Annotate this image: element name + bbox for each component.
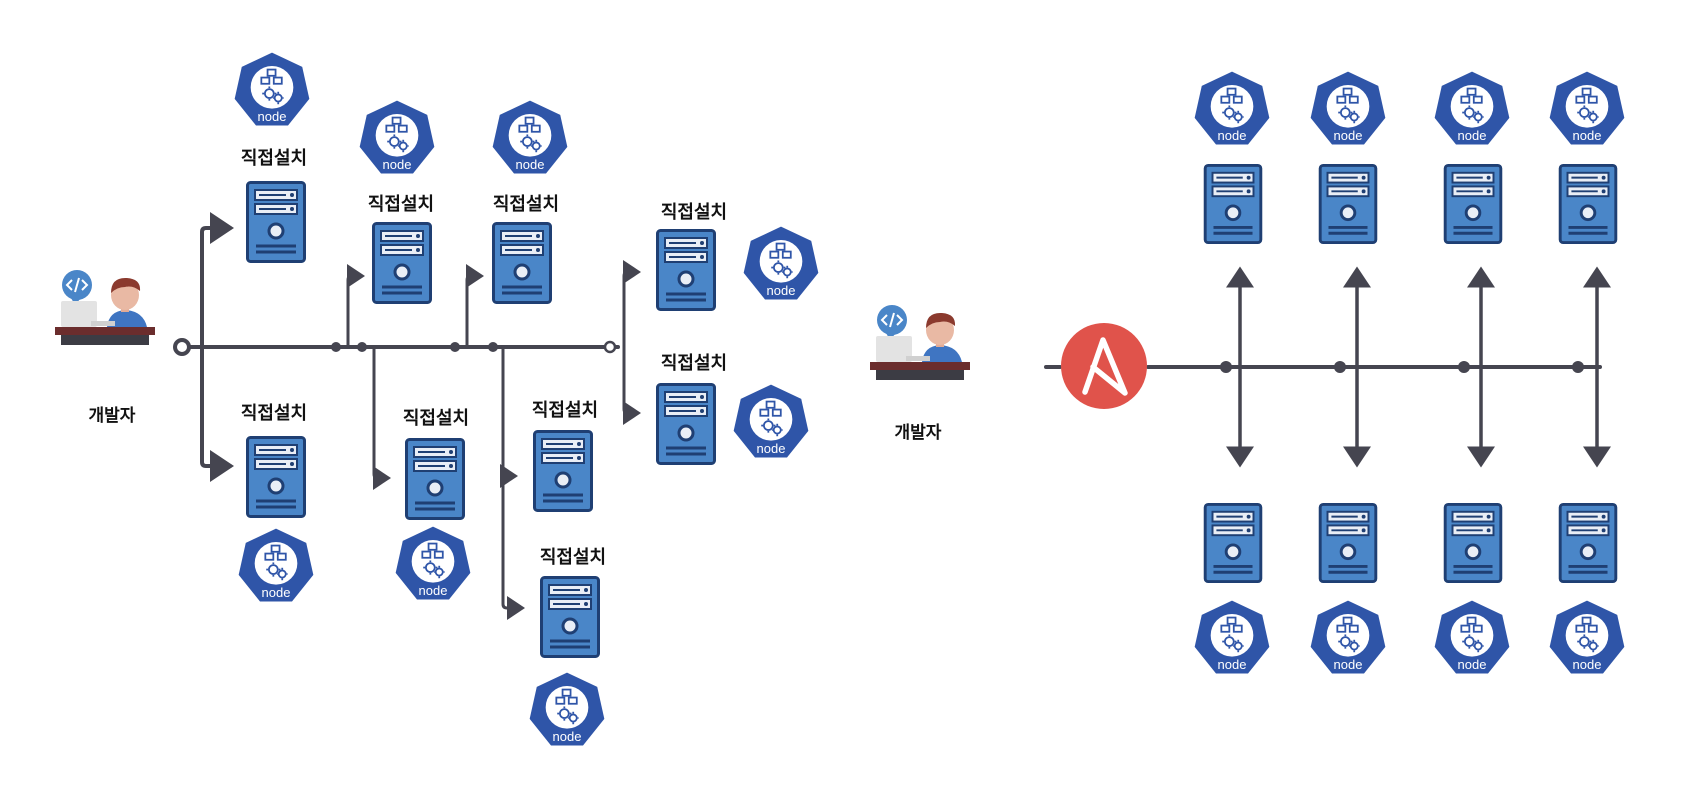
server-icon xyxy=(372,222,432,304)
install-label: 직접설치 xyxy=(403,408,469,429)
install-label: 직접설치 xyxy=(540,547,606,568)
left-diagram: 개발자 node 직접설치 xyxy=(55,51,820,747)
server-icon xyxy=(1318,503,1378,583)
server-icon xyxy=(1203,503,1263,583)
install-label: 직접설치 xyxy=(493,194,559,215)
developer-icon xyxy=(55,269,155,346)
install-label: 직접설치 xyxy=(532,400,598,421)
node-label: node xyxy=(419,583,448,598)
server-icon xyxy=(1443,164,1503,244)
node-label: node xyxy=(1573,657,1602,672)
right-diagram: 개발자 node no xyxy=(870,70,1626,675)
server-icon xyxy=(1203,164,1263,244)
node-label: node xyxy=(1218,128,1247,143)
server-icon xyxy=(246,436,306,518)
install-label: 직접설치 xyxy=(368,194,434,215)
node-label: node xyxy=(1334,657,1363,672)
server-icon xyxy=(405,438,465,520)
ansible-branch-lines xyxy=(1226,266,1611,468)
node-label: node xyxy=(767,283,796,298)
connection-lines xyxy=(180,212,620,482)
install-label: 직접설치 xyxy=(241,148,307,169)
server-icon xyxy=(540,576,600,658)
developer-label: 개발자 xyxy=(89,406,136,426)
node-label: node xyxy=(516,157,545,172)
install-label: 직접설치 xyxy=(661,353,727,374)
node-label: node xyxy=(553,729,582,744)
server-icon xyxy=(1443,503,1503,583)
ansible-junction-dots xyxy=(1220,361,1584,373)
server-icon xyxy=(246,181,306,263)
node-label: node xyxy=(262,585,291,600)
ansible-logo-icon xyxy=(1061,323,1147,409)
node-label: node xyxy=(1218,657,1247,672)
server-icon xyxy=(656,229,716,311)
server-icon xyxy=(1318,164,1378,244)
node-label: node xyxy=(258,109,287,124)
install-label: 직접설치 xyxy=(241,403,307,424)
developer-label: 개발자 xyxy=(895,423,942,443)
node-label: node xyxy=(1458,128,1487,143)
server-icon xyxy=(1558,164,1618,244)
install-label: 직접설치 xyxy=(661,202,727,223)
server-icon xyxy=(656,383,716,465)
node-label: node xyxy=(383,157,412,172)
server-icon xyxy=(492,222,552,304)
node-label: node xyxy=(1458,657,1487,672)
junction-dots xyxy=(173,338,617,356)
node-label: node xyxy=(1334,128,1363,143)
developer-icon xyxy=(870,304,970,381)
node-label: node xyxy=(757,441,786,456)
server-icon xyxy=(1558,503,1618,583)
node-label: node xyxy=(1573,128,1602,143)
server-icon xyxy=(533,430,593,512)
branch-lines xyxy=(346,260,641,620)
